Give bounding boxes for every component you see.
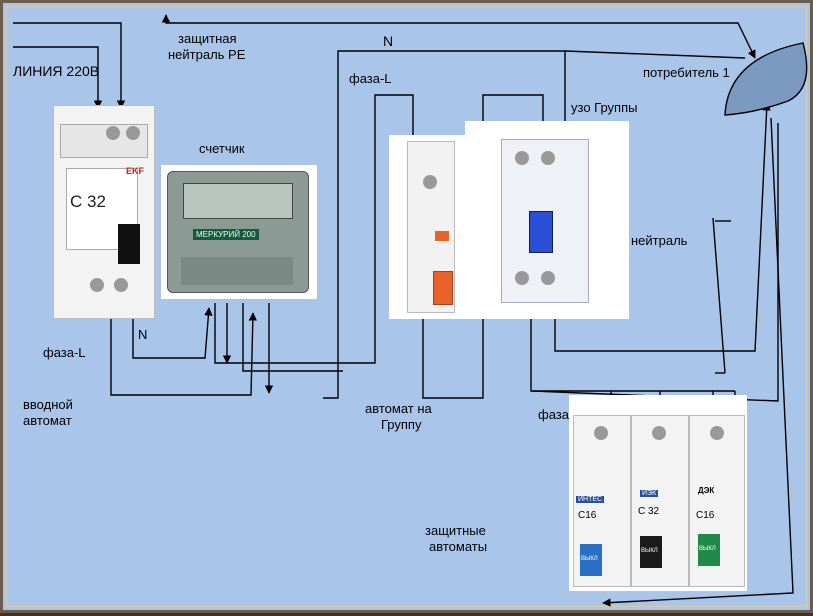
breaker-1-brand: ИНТЕС xyxy=(576,496,605,503)
meter-device: МЕРКУРИЙ 200 xyxy=(161,165,317,299)
line-wire-2 xyxy=(13,22,126,109)
n-left-label: N xyxy=(138,327,148,342)
rcd-group-device xyxy=(465,121,629,319)
phase-bottom-label: фаза xyxy=(538,407,569,422)
ekf-logo: EKF xyxy=(126,166,144,176)
line-label: ЛИНИЯ 220В xyxy=(13,63,100,79)
breaker-2-handle xyxy=(640,536,662,568)
breaker-3-toggle: ВЫКЛ xyxy=(699,546,716,552)
n-to-consumer-wire xyxy=(564,50,746,59)
input-n-wire xyxy=(132,307,213,359)
meter-label: счетчик xyxy=(199,141,245,156)
group-breaker-label-2: Группу xyxy=(381,417,422,432)
breaker-2-brand: ИЭК xyxy=(640,490,659,497)
protective-label-2: автоматы xyxy=(429,539,488,554)
consumer-label: потребитель 1 xyxy=(643,65,730,80)
breaker-2: ИЭК C 32 ВЫКЛ xyxy=(631,415,689,587)
protective-label-1: защитные xyxy=(425,523,486,538)
n-top-wire xyxy=(323,50,570,399)
input-breaker-rating: C 32 xyxy=(70,192,106,211)
breaker-2-toggle: ВЫКЛ xyxy=(641,548,658,554)
neutral-wire-a xyxy=(712,217,726,374)
pe-label-1: защитная xyxy=(178,31,237,46)
breaker-1-rating: C16 xyxy=(578,510,597,521)
rcd-neutral-wire xyxy=(554,102,771,352)
input-breaker-device: EKF C 32 xyxy=(53,105,155,319)
phase-top-label: фаза-L xyxy=(349,71,392,86)
breaker-1-handle xyxy=(580,544,602,576)
breaker-2-rating: C 32 xyxy=(638,506,660,517)
breaker-3-handle xyxy=(698,534,720,566)
pe-wire xyxy=(161,14,756,59)
group-breaker-label-1: автомат на xyxy=(365,401,432,416)
line-wire-1 xyxy=(13,46,103,109)
protective-breakers-device: ИНТЕС C16 ВЫКЛ ИЭК C 32 ВЫКЛ ДЭК C16 ВЫК… xyxy=(569,395,747,591)
pe-label-2: нейтраль PE xyxy=(168,47,246,62)
neutral-label: нейтраль xyxy=(631,233,688,248)
breaker-1: ИНТЕС C16 ВЫКЛ xyxy=(573,415,631,587)
breaker-3-brand: ДЭК xyxy=(698,486,715,495)
pe-return-wire xyxy=(602,117,794,607)
input-breaker-label-2: автомат xyxy=(23,413,72,428)
n-top-label: N xyxy=(383,33,394,49)
group-breaker-device xyxy=(389,135,469,319)
meter-model: МЕРКУРИЙ 200 xyxy=(193,229,259,240)
consumer-icon xyxy=(724,42,808,116)
meter-out-4 xyxy=(242,303,343,372)
breaker-3: ДЭК C16 ВЫКЛ xyxy=(689,415,745,587)
breaker-3-rating: C16 xyxy=(696,510,715,521)
rcd-group-label: узо Группы xyxy=(571,100,638,115)
breaker-1-toggle: ВЫКЛ xyxy=(581,556,598,562)
phase-left-label: фаза-L xyxy=(43,345,86,360)
phase-group-wire xyxy=(363,94,418,364)
wiring-diagram xyxy=(13,14,808,607)
input-l-wire xyxy=(110,312,258,396)
meter-out-2 xyxy=(214,303,363,364)
input-breaker-label-1: вводной xyxy=(23,397,73,412)
